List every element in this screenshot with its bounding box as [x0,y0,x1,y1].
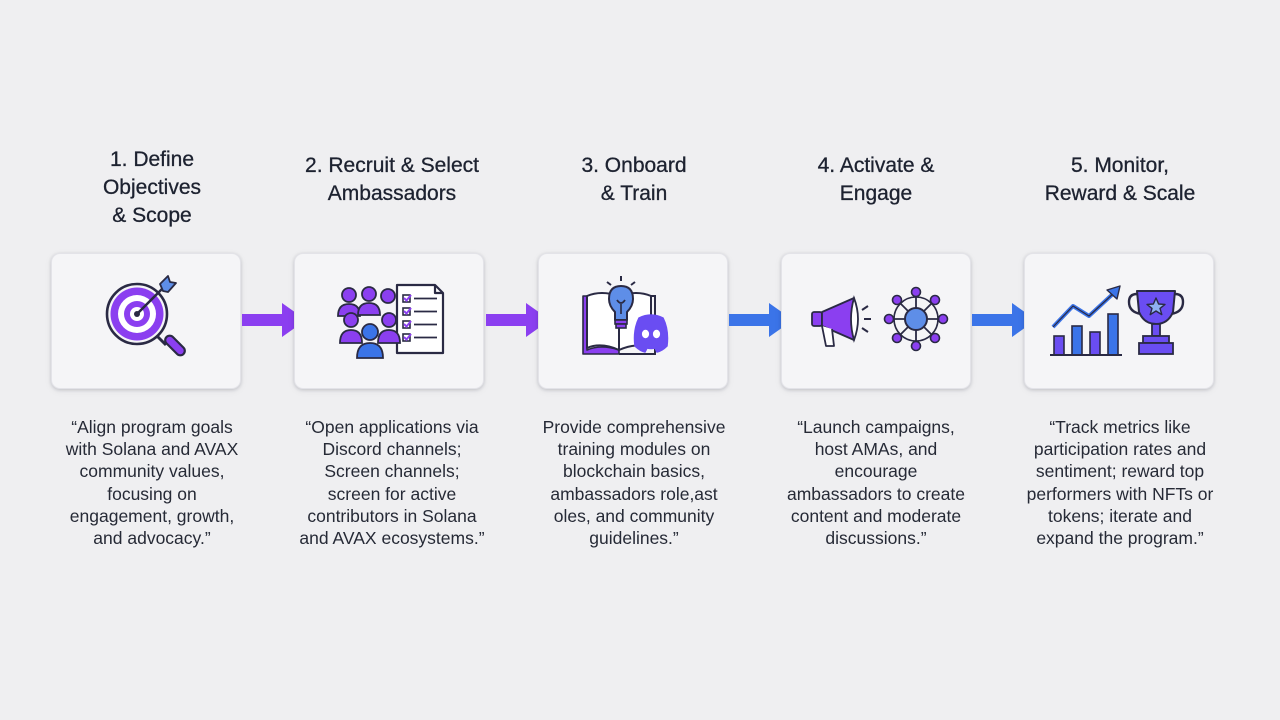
step-4: 4. Activate & Engage [756,0,996,720]
step-1-card [51,253,241,389]
step-5-card [1024,253,1214,389]
step-2-card [294,253,484,389]
step-4-title: 4. Activate & Engage [817,154,935,205]
step-2-description: “Open applications via Discord channels;… [299,417,485,549]
step-3: 3. Onboard & Train Provide comprehensive… [514,0,754,720]
step-3-description: Provide comprehensive training modules o… [542,417,726,549]
step-1: 1. Define Objectives & Scope “Align prog… [32,0,272,720]
megaphone-network-icon [811,286,949,352]
step-5-description: “Track metrics like participation rates … [1026,417,1214,549]
step-3-card [538,253,728,389]
people-checklist-icon [337,283,445,359]
step-1-description: “Align program goals with Solana and AVA… [65,417,239,549]
step-2-title: 2. Recruit & Select Ambassadors [305,154,479,205]
step-1-title: 1. Define Objectives & Scope [102,148,202,227]
step-4-description: “Launch campaigns, host AMAs, and encour… [786,417,965,549]
chart-trophy-icon [1050,285,1185,356]
step-3-title: 3. Onboard & Train [581,154,687,205]
step-5: 5. Monitor, Reward & Scale “Track metric… [1000,0,1240,720]
book-lightbulb-discord-icon [582,276,669,355]
step-5-title: 5. Monitor, Reward & Scale [1044,154,1196,205]
step-4-card [781,253,971,389]
target-magnifier-icon [105,275,186,357]
step-2: 2. Recruit & Select Ambassadors [272,0,512,720]
